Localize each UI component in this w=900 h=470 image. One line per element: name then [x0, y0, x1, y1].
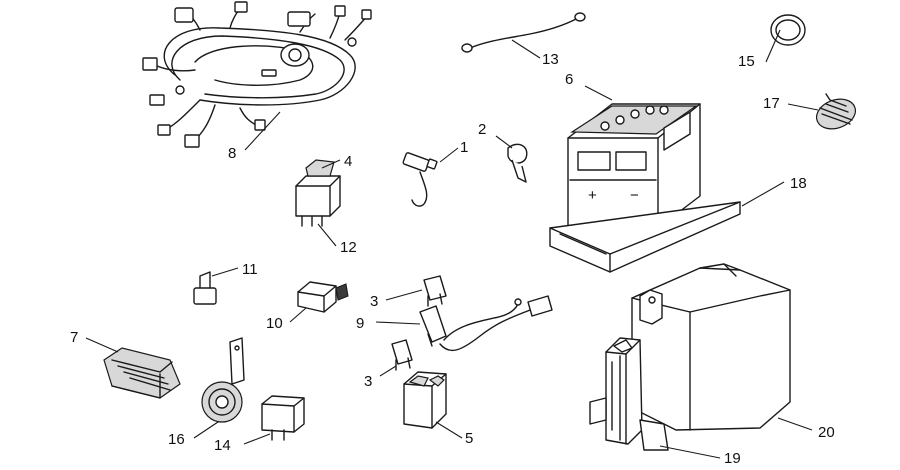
callout-2: 2: [478, 121, 486, 138]
fuse-lower: 3: [364, 339, 413, 390]
callout-20: 20: [818, 424, 835, 441]
control-unit-cover: 20: [631, 263, 835, 441]
round-cap: 15: [738, 14, 806, 70]
control-unit-holder: 19: [589, 337, 741, 467]
callout-7: 7: [70, 329, 78, 346]
battery: + − 6: [565, 71, 701, 229]
callout-19: 19: [724, 450, 741, 467]
callout-16: 16: [168, 431, 185, 448]
fuse-box: 5: [403, 371, 473, 447]
callout-3a: 3: [370, 293, 378, 310]
battery-minus-mark: −: [630, 187, 639, 204]
callout-17: 17: [763, 95, 780, 112]
plug-connector: 10: [266, 281, 349, 332]
fuse-upper: 3: [370, 275, 447, 310]
battery-plus-mark: +: [588, 187, 597, 204]
small-connector: 11: [193, 261, 258, 305]
callout-11: 11: [242, 261, 258, 278]
callout-13: 13: [542, 51, 559, 68]
relay: 4 12: [295, 153, 357, 256]
ground-cable: 13: [461, 12, 586, 68]
callout-6: 6: [565, 71, 573, 88]
sensor: 1: [402, 139, 468, 207]
callout-14: 14: [214, 437, 231, 454]
callout-15: 15: [738, 53, 755, 70]
callout-1: 1: [460, 139, 468, 156]
wiring-harness: 8: [142, 1, 372, 162]
horn: 16: [168, 337, 245, 448]
mesh-grille: 17: [763, 93, 856, 130]
regulator: 7: [70, 329, 181, 399]
battery-tray: 18: [549, 175, 807, 273]
fuse-holder: 9: [356, 295, 553, 352]
callout-10: 10: [266, 315, 283, 332]
flasher-relay: 14: [214, 395, 305, 454]
callout-8: 8: [228, 145, 236, 162]
callout-9: 9: [356, 315, 364, 332]
callout-12: 12: [340, 239, 357, 256]
callout-4: 4: [344, 153, 352, 170]
callout-3b: 3: [364, 373, 372, 390]
clamp: 2: [478, 121, 528, 183]
callout-5: 5: [465, 430, 473, 447]
callout-18: 18: [790, 175, 807, 192]
